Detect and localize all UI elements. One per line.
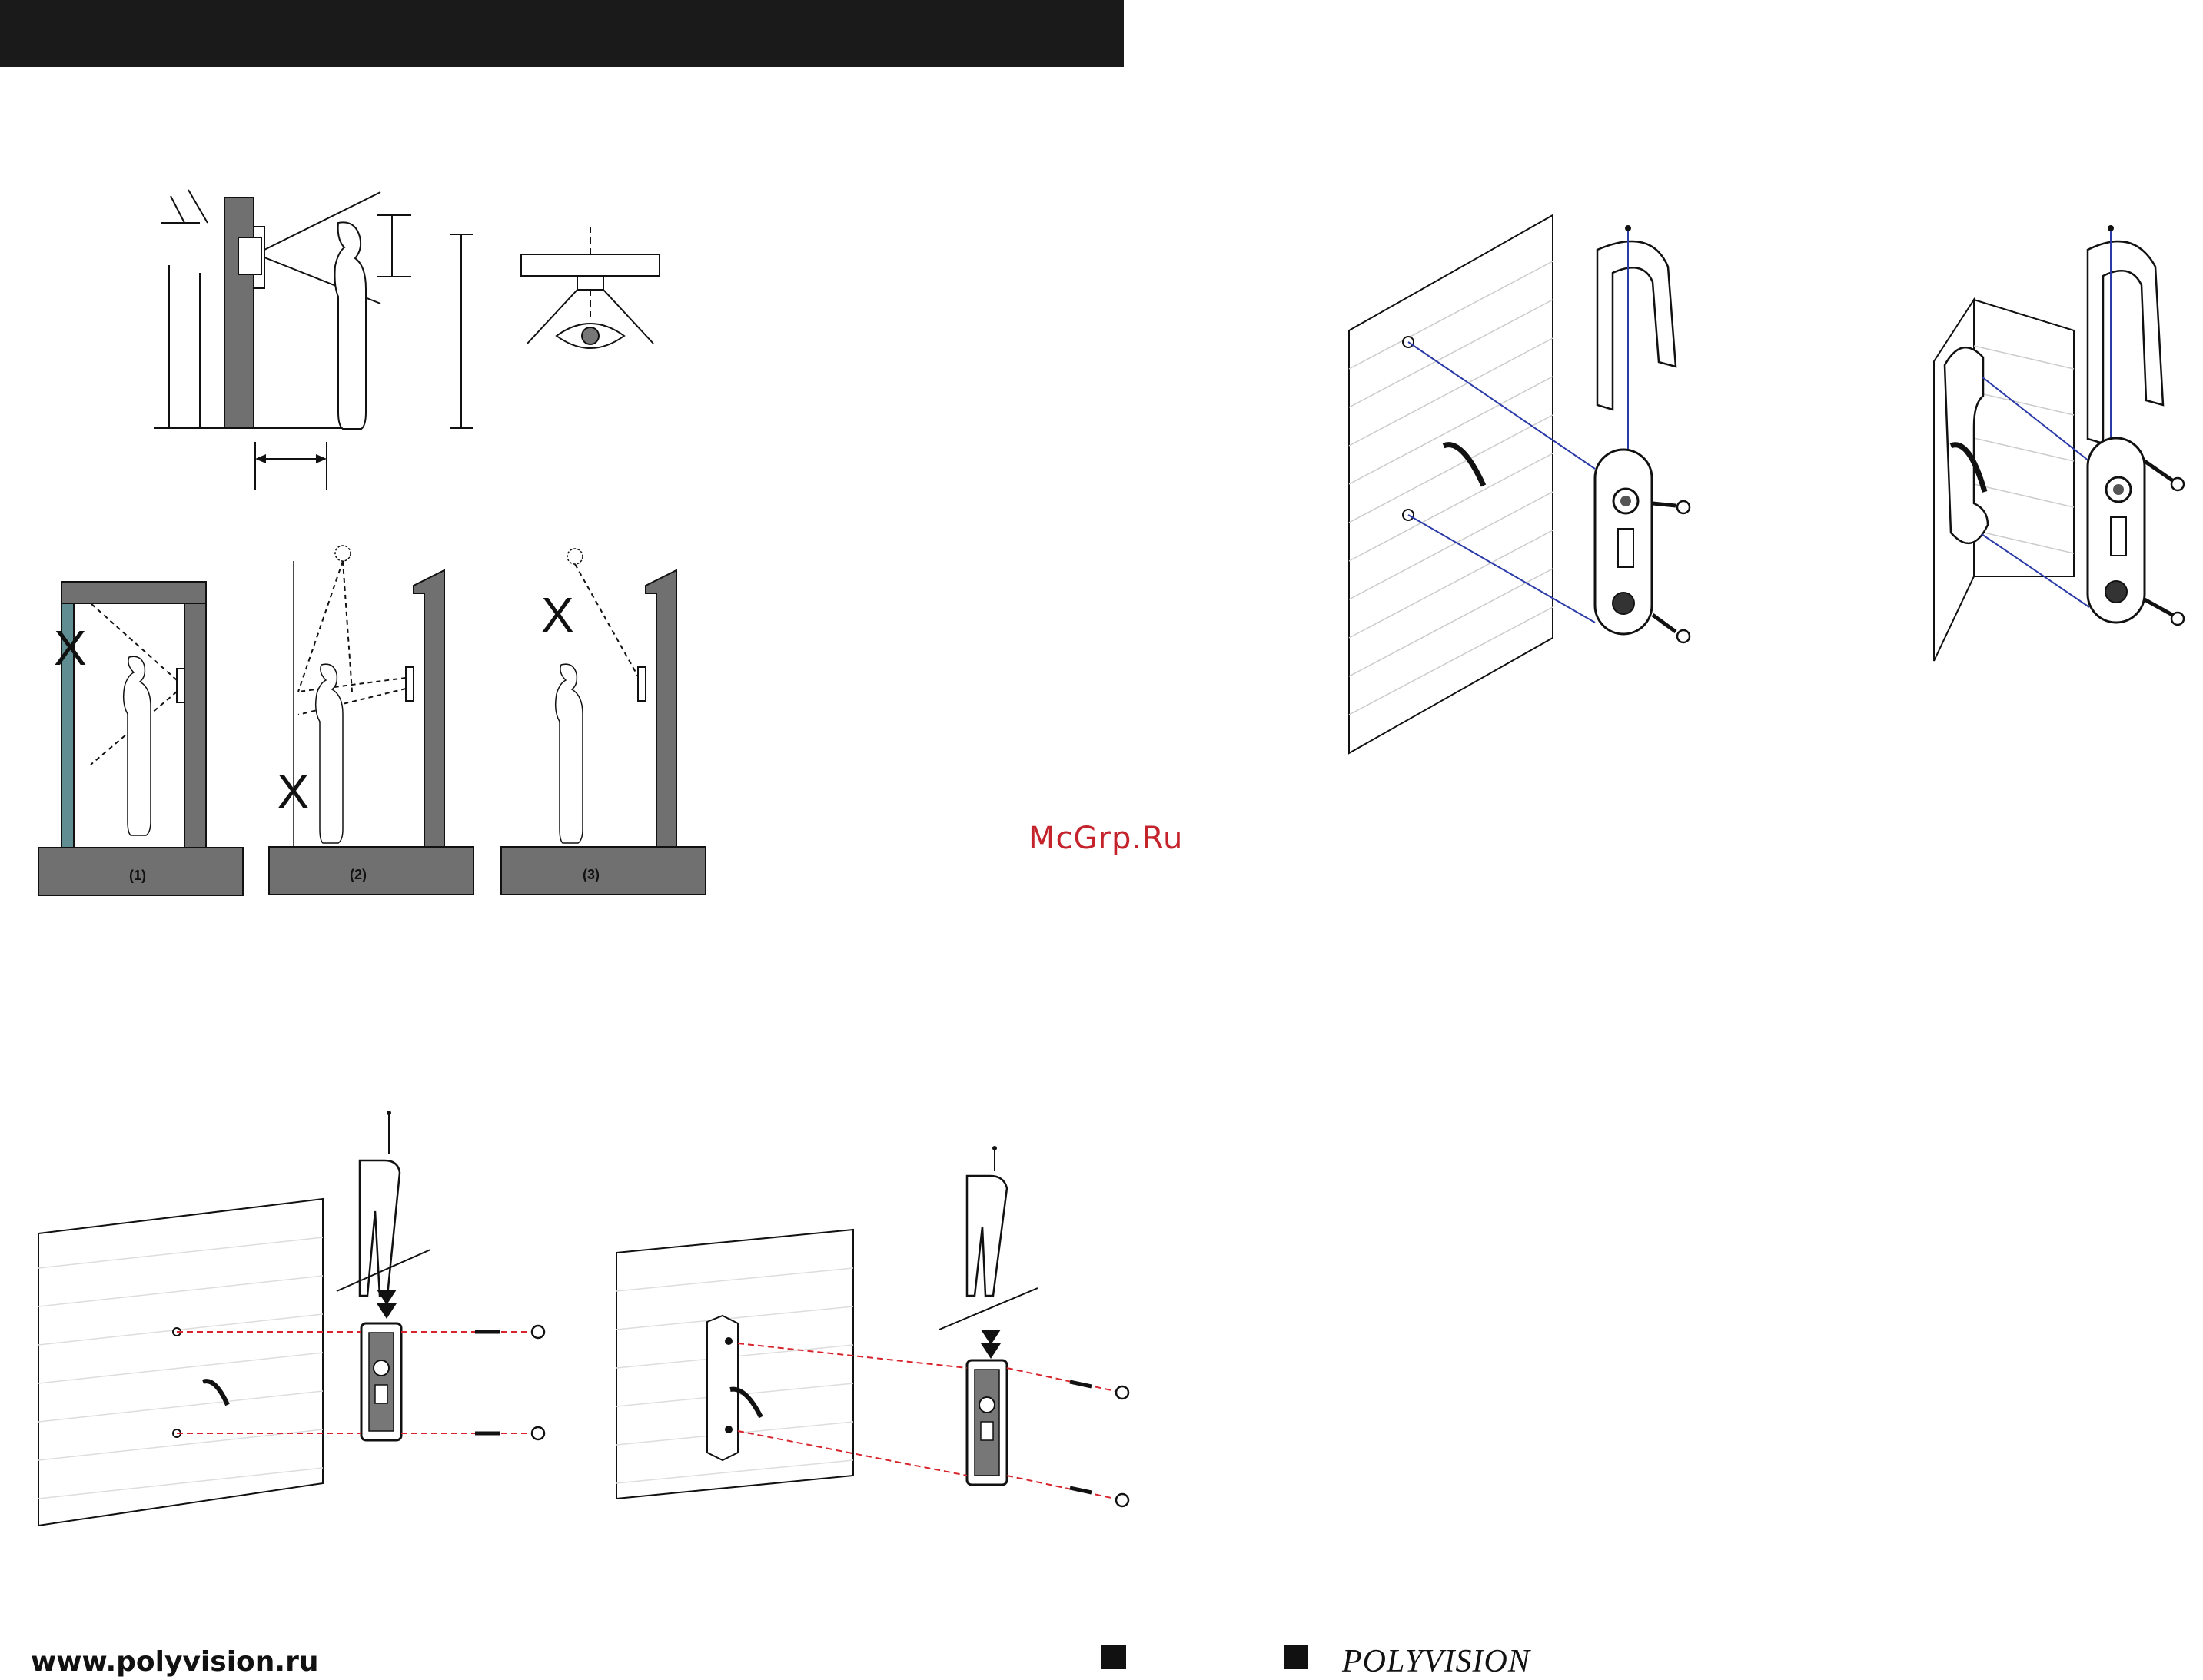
scenario-2-caption: (2) bbox=[350, 867, 367, 882]
watermark: McGrp.Ru bbox=[1028, 821, 1183, 856]
top-view-eye-diagram bbox=[520, 227, 673, 357]
placement-scenario-1: (1) X bbox=[37, 580, 244, 897]
page-marker-square-right bbox=[1284, 1645, 1308, 1669]
scenario-1-caption: (1) bbox=[129, 868, 146, 883]
flat-wall-install-diagram-red bbox=[31, 1107, 584, 1537]
placement-scenario-3: (3) X bbox=[500, 538, 707, 897]
website-link[interactable]: www.polyvision.ru bbox=[31, 1646, 318, 1678]
scenario-3-caption: (3) bbox=[583, 867, 600, 882]
flat-wall-install-diagram-blue bbox=[1337, 215, 1706, 769]
corner-wall-install-diagram-blue bbox=[1928, 215, 2189, 676]
wrong-mark-2: X bbox=[277, 764, 310, 819]
brand-logo: POLYVISION bbox=[1342, 1643, 1530, 1680]
placement-scenario-2: (2) X bbox=[267, 538, 475, 897]
angle-mount-install-diagram-red bbox=[615, 1145, 1138, 1506]
wrong-mark-1: X bbox=[54, 620, 87, 676]
mounting-height-diagram bbox=[154, 188, 507, 496]
wrong-mark-3: X bbox=[541, 587, 574, 642]
header-bar bbox=[0, 0, 1124, 67]
page-marker-square-left bbox=[1102, 1645, 1126, 1669]
